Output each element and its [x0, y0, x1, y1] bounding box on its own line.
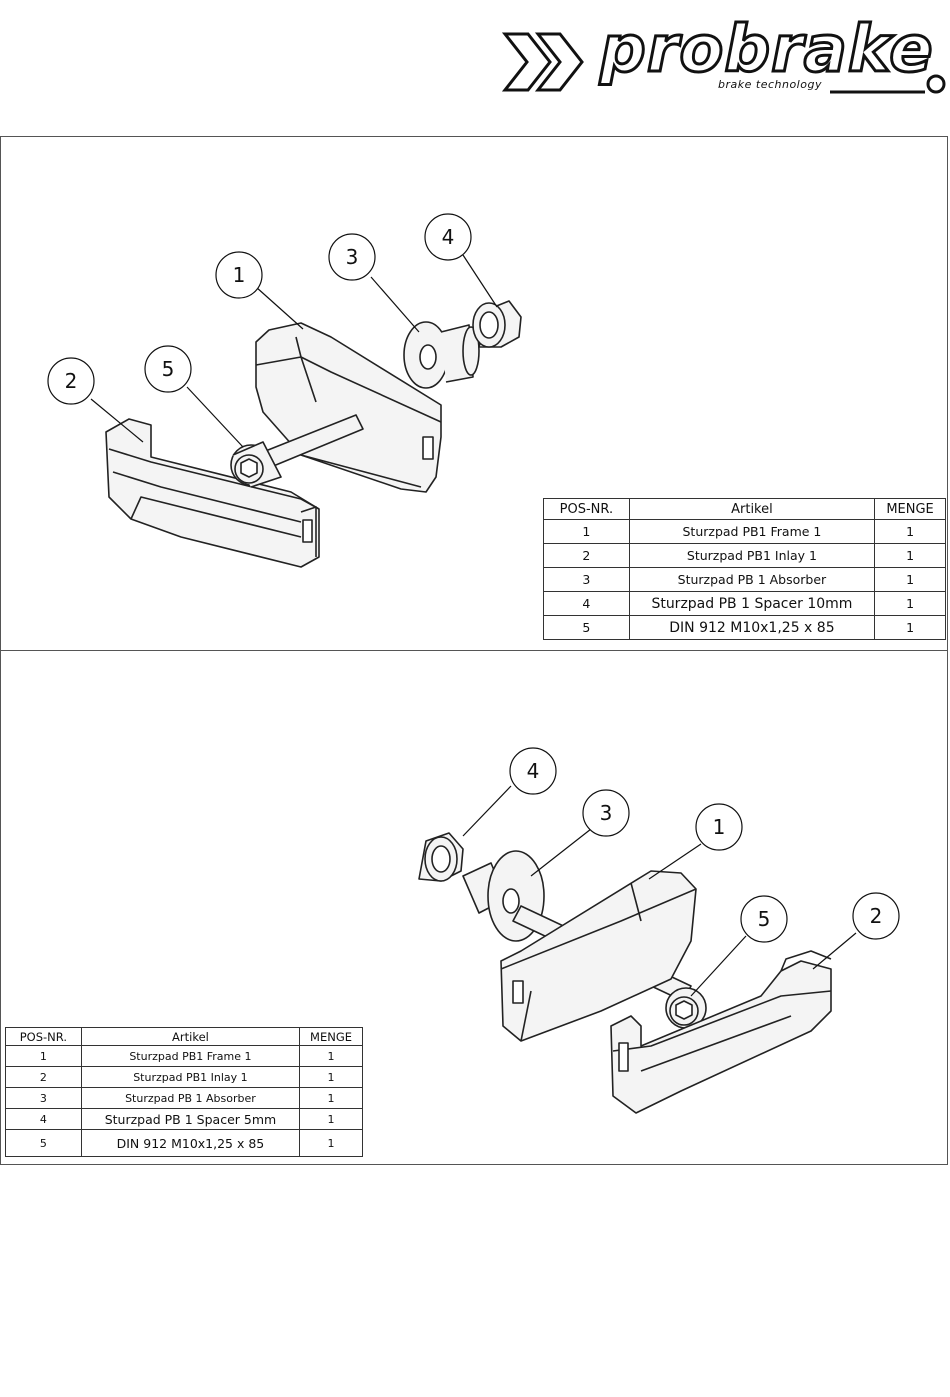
table-row: 4 Sturzpad PB 1 Spacer 5mm 1: [5, 1108, 363, 1130]
cell-article: Sturzpad PB1 Inlay 1: [628, 543, 876, 568]
table-row: 2 Sturzpad PB1 Inlay 1 1: [5, 1066, 363, 1088]
table-row: 2 Sturzpad PB1 Inlay 1 1: [543, 543, 946, 568]
callout-4: [424, 213, 472, 261]
callout-5-label: 5: [162, 357, 175, 381]
logo-tagline: brake technology: [718, 78, 822, 91]
header-qty: MENGE: [299, 1027, 363, 1046]
cell-pos: 1: [5, 1045, 82, 1067]
cell-qty: 1: [299, 1045, 363, 1067]
cell-pos: 2: [543, 543, 630, 568]
cell-article: Sturzpad PB 1 Spacer 5mm: [80, 1108, 301, 1130]
callout-2: [47, 357, 95, 405]
exploded-drawing-top: 1 2 3 4 5: [1, 137, 949, 650]
callout-4-label: 4: [527, 759, 540, 783]
table-header-row: POS-NR. Artikel MENGE: [543, 498, 946, 520]
table-row: 4 Sturzpad PB 1 Spacer 10mm 1: [543, 591, 946, 616]
logo-wordmark: probrake: [599, 13, 935, 87]
cell-qty: 1: [874, 543, 946, 568]
cell-pos: 5: [543, 615, 630, 640]
cell-article: DIN 912 M10x1,25 x 85: [80, 1129, 301, 1157]
cell-article: Sturzpad PB1 Frame 1: [628, 519, 876, 544]
part-spacer: [418, 832, 464, 882]
callout-4-label: 4: [442, 225, 455, 249]
header-pos: POS-NR.: [5, 1027, 82, 1046]
callout-3: [328, 233, 376, 281]
cell-qty: 1: [299, 1066, 363, 1088]
probrake-logo: probrake brake technology: [500, 17, 950, 102]
callout-5-label: 5: [758, 907, 771, 931]
cell-pos: 3: [5, 1087, 82, 1109]
callout-3-label: 3: [600, 801, 613, 825]
cell-article: DIN 912 M10x1,25 x 85: [628, 615, 876, 640]
cell-qty: 1: [299, 1108, 363, 1130]
callout-2-label: 2: [65, 369, 78, 393]
cell-qty: 1: [299, 1129, 363, 1157]
cell-article: Sturzpad PB 1 Absorber: [80, 1087, 301, 1109]
header-article: Artikel: [80, 1027, 301, 1046]
callout-2-label: 2: [870, 904, 883, 928]
callout-4: [509, 747, 557, 795]
cell-pos: 4: [5, 1108, 82, 1130]
cell-article: Sturzpad PB1 Frame 1: [80, 1045, 301, 1067]
callout-1-label: 1: [233, 263, 246, 287]
table-header-row: POS-NR. Artikel MENGE: [5, 1027, 363, 1046]
cell-pos: 1: [543, 519, 630, 544]
table-row: 1 Sturzpad PB1 Frame 1 1: [543, 519, 946, 544]
callout-1: [695, 803, 743, 851]
part-absorber: [403, 321, 480, 389]
header-pos: POS-NR.: [543, 498, 630, 520]
cell-article: Sturzpad PB 1 Spacer 10mm: [628, 591, 876, 616]
parts-list-table: POS-NR. Artikel MENGE 1 Sturzpad PB1 Fra…: [543, 498, 946, 640]
callout-1: [215, 251, 263, 299]
part-inlay: [105, 418, 320, 568]
part-spacer: [472, 300, 522, 348]
table-row: 3 Sturzpad PB 1 Absorber 1: [543, 567, 946, 592]
header-article: Artikel: [628, 498, 876, 520]
cell-pos: 5: [5, 1129, 82, 1157]
header-qty: MENGE: [874, 498, 946, 520]
cell-qty: 1: [299, 1087, 363, 1109]
callout-2: [852, 892, 900, 940]
table-row: 3 Sturzpad PB 1 Absorber 1: [5, 1087, 363, 1109]
callout-3-label: 3: [346, 245, 359, 269]
table-row: 5 DIN 912 M10x1,25 x 85 1: [5, 1129, 363, 1157]
part-inlay: [610, 950, 832, 1114]
cell-qty: 1: [874, 615, 946, 640]
parts-list-table: POS-NR. Artikel MENGE 1 Sturzpad PB1 Fra…: [5, 1027, 363, 1157]
callout-3: [582, 789, 630, 837]
table-row: 1 Sturzpad PB1 Frame 1 1: [5, 1045, 363, 1067]
assembly-view-bottom: 4 3 1 5 2 POS-NR. Artikel MENGE 1 Sturzp…: [0, 650, 948, 1165]
cell-pos: 4: [543, 591, 630, 616]
cell-pos: 3: [543, 567, 630, 592]
cell-qty: 1: [874, 519, 946, 544]
assembly-view-top: 1 2 3 4 5 POS-NR. Artikel MENGE 1 Sturzp…: [0, 136, 948, 651]
part-bolt: [230, 414, 364, 488]
cell-article: Sturzpad PB1 Inlay 1: [80, 1066, 301, 1088]
chevron-icon: [501, 32, 946, 94]
callout-5: [144, 345, 192, 393]
cell-pos: 2: [5, 1066, 82, 1088]
table-row: 5 DIN 912 M10x1,25 x 85 1: [543, 615, 946, 640]
exploded-drawing-bottom: 4 3 1 5 2: [1, 651, 949, 1164]
cell-qty: 1: [874, 591, 946, 616]
callout-5: [740, 895, 788, 943]
cell-qty: 1: [874, 567, 946, 592]
part-frame: [500, 870, 697, 1042]
cell-article: Sturzpad PB 1 Absorber: [628, 567, 876, 592]
callout-1-label: 1: [713, 815, 726, 839]
